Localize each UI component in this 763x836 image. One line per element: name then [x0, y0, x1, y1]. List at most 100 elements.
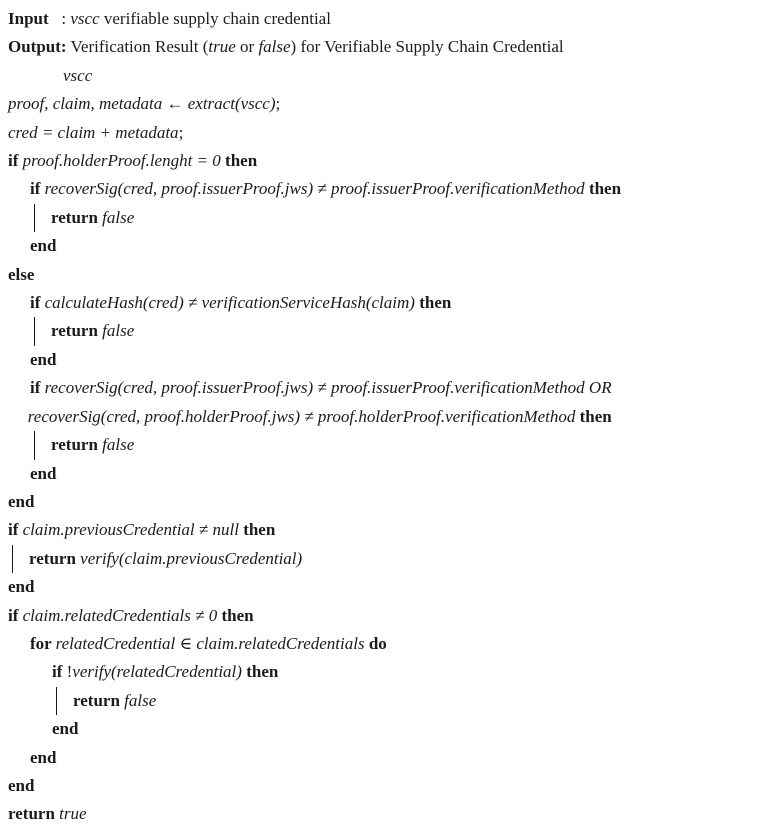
- text-segment: then: [584, 179, 622, 199]
- code-line: return false: [8, 431, 755, 460]
- text-segment: end: [30, 463, 57, 483]
- code-line: end: [8, 460, 755, 488]
- text-segment: then: [238, 520, 276, 540]
- text-segment: true: [208, 37, 236, 57]
- code-line: vscc: [8, 62, 755, 90]
- indent-spacer: [8, 744, 30, 772]
- text-segment: cred = claim + metadata: [8, 122, 179, 142]
- text-segment: do: [364, 633, 387, 653]
- text-segment: return: [51, 321, 103, 341]
- indent-spacer: [8, 630, 30, 658]
- code-line: if recoverSig(cred, proof.issuerProof.jw…: [8, 175, 755, 203]
- text-segment: !: [66, 662, 73, 682]
- text-segment: end: [8, 775, 35, 795]
- text-segment: false: [258, 37, 291, 57]
- text-segment: relatedCredential ∈ claim.relatedCredent…: [55, 633, 365, 653]
- text-segment: false: [124, 690, 157, 710]
- indent-spacer: [8, 431, 30, 459]
- text-segment: vscc: [63, 65, 93, 85]
- code-line: recoverSig(cred, proof.holderProof.jws) …: [8, 403, 755, 431]
- code-line: end: [8, 346, 755, 374]
- text-segment: then: [575, 406, 612, 426]
- code-line: end: [8, 715, 755, 743]
- text-segment: Verification Result (: [66, 37, 209, 57]
- indent-spacer: [8, 374, 30, 402]
- text-segment: :: [48, 9, 71, 28]
- code-line: if recoverSig(cred, proof.issuerProof.jw…: [8, 374, 755, 402]
- text-segment: end: [30, 747, 57, 767]
- text-segment: ) for Verifiable Supply Chain Credential: [290, 37, 564, 57]
- code-line: return false: [8, 203, 755, 233]
- text-segment: ;: [178, 122, 184, 142]
- code-line: if calculateHash(cred) ≠ verificationSer…: [8, 289, 755, 317]
- code-line: end: [8, 488, 755, 516]
- text-segment: end: [30, 349, 57, 369]
- text-segment: then: [241, 662, 279, 682]
- indent-spacer: [8, 715, 52, 743]
- indent-spacer: [8, 403, 28, 431]
- text-segment: if: [8, 151, 23, 171]
- text-segment: false: [102, 207, 135, 227]
- code-line: return false: [8, 317, 755, 346]
- text-segment: verify(claim.previousCredential): [80, 548, 303, 568]
- code-line: cred = claim + metadata;: [8, 119, 755, 147]
- text-segment: Input: [8, 9, 49, 28]
- block-line-bar: [34, 203, 51, 233]
- code-line: return verify(claim.previousCredential): [8, 544, 755, 574]
- text-segment: recoverSig(cred, proof.issuerProof.jws) …: [44, 378, 612, 398]
- code-line: if claim.relatedCredentials ≠ 0 then: [8, 602, 755, 630]
- indent-spacer: [8, 346, 30, 374]
- indent-spacer: [8, 317, 30, 345]
- indent-spacer: [8, 232, 30, 260]
- code-line: if proof.holderProof.lenght = 0 then: [8, 147, 755, 175]
- code-line: end: [8, 744, 755, 772]
- code-line: end: [8, 573, 755, 601]
- code-line: return false: [8, 686, 755, 716]
- text-segment: end: [52, 719, 79, 739]
- text-segment: calculateHash(cred) ≠ verificationServic…: [44, 293, 415, 313]
- indent-spacer: [8, 658, 52, 686]
- text-segment: else: [8, 264, 35, 284]
- indent-spacer: [8, 62, 63, 90]
- text-segment: if: [30, 293, 45, 313]
- text-segment: false: [102, 321, 135, 341]
- text-segment: then: [217, 605, 254, 625]
- text-segment: proof, claim, metadata ← extract(vscc): [8, 94, 276, 114]
- text-segment: if: [52, 662, 67, 682]
- code-line: else: [8, 261, 755, 289]
- code-line: if claim.previousCredential ≠ null then: [8, 516, 755, 544]
- text-segment: end: [30, 236, 57, 256]
- text-segment: return: [51, 435, 103, 455]
- code-line: Output: Verification Result (true or fal…: [8, 33, 755, 61]
- text-segment: if: [8, 520, 23, 540]
- text-segment: end: [8, 491, 35, 511]
- block-line-bar: [56, 686, 73, 716]
- text-segment: then: [414, 293, 452, 313]
- block-line-bar: [12, 544, 29, 574]
- code-line: end: [8, 772, 755, 800]
- text-segment: return: [73, 690, 125, 710]
- text-segment: end: [8, 577, 35, 597]
- indent-spacer: [8, 204, 30, 232]
- code-line: for relatedCredential ∈ claim.relatedCre…: [8, 630, 755, 658]
- text-segment: then: [220, 151, 258, 171]
- text-segment: recoverSig(cred, proof.issuerProof.jws) …: [44, 179, 585, 199]
- text-segment: or: [235, 37, 259, 57]
- text-segment: verifiable supply chain credential: [99, 9, 331, 28]
- indent-spacer: [8, 175, 30, 203]
- text-segment: if: [30, 179, 45, 199]
- indent-spacer: [8, 687, 52, 715]
- text-segment: proof.holderProof.lenght = 0: [22, 151, 221, 171]
- text-segment: for: [30, 633, 56, 653]
- text-segment: claim.relatedCredentials ≠ 0: [22, 605, 218, 625]
- text-segment: true: [59, 804, 87, 824]
- text-segment: return: [8, 804, 60, 824]
- text-segment: false: [102, 435, 135, 455]
- code-line: Input : vscc verifiable supply chain cre…: [8, 5, 755, 33]
- text-segment: ;: [275, 94, 281, 114]
- indent-spacer: [8, 460, 30, 488]
- code-line: return true: [8, 800, 755, 828]
- text-segment: recoverSig(cred, proof.holderProof.jws) …: [27, 406, 576, 426]
- text-segment: if: [30, 378, 45, 398]
